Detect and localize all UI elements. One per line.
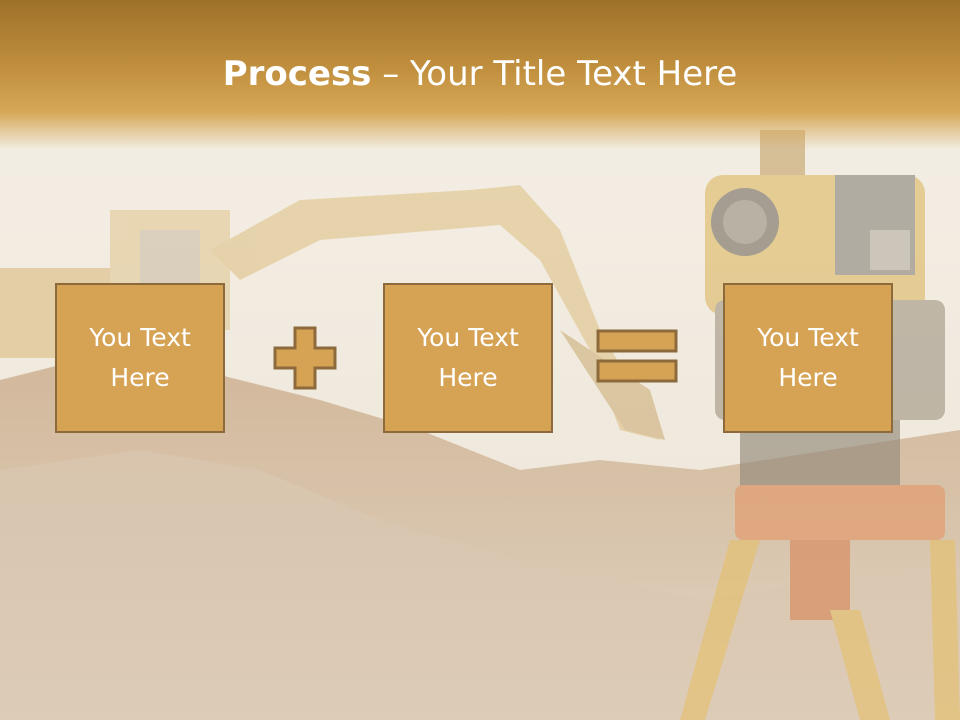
- process-box-1[interactable]: You Text Here: [55, 283, 225, 433]
- box-2-line-2: Here: [438, 363, 498, 392]
- box-1-line-1: You Text: [89, 323, 191, 352]
- box-3-line-2: Here: [778, 363, 838, 392]
- title-banner: [0, 0, 960, 150]
- box-2-line-1: You Text: [417, 323, 519, 352]
- title-rest-text: – Your Title Text Here: [371, 54, 738, 94]
- plus-icon: [273, 326, 337, 390]
- box-3-line-1: You Text: [757, 323, 859, 352]
- equals-icon: [596, 329, 678, 383]
- slide-title: Process – Your Title Text Here: [0, 50, 960, 98]
- box-1-line-2: Here: [110, 363, 170, 392]
- process-box-3[interactable]: You Text Here: [723, 283, 893, 433]
- title-bold-text: Process: [222, 54, 372, 94]
- process-box-2[interactable]: You Text Here: [383, 283, 553, 433]
